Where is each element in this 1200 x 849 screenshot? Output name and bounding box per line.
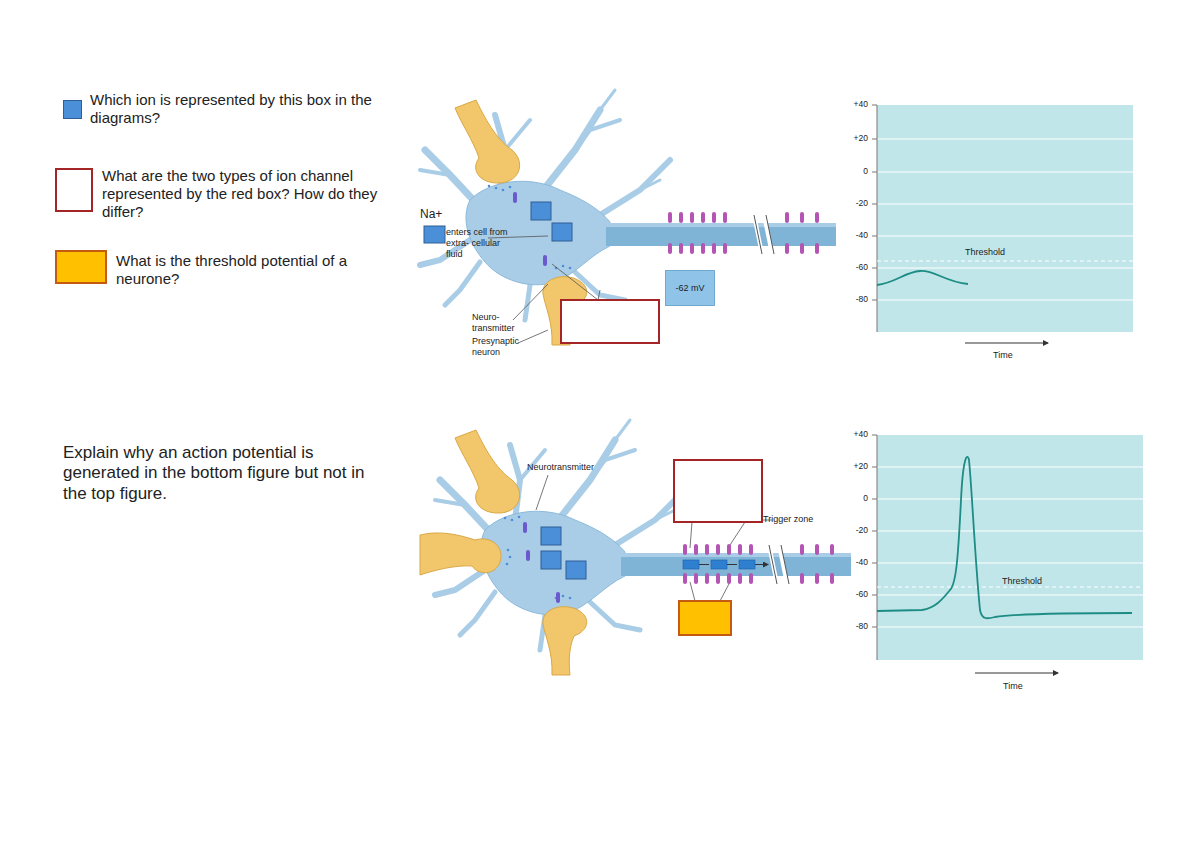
- axis-tick: -80: [834, 621, 868, 631]
- ion-channel: [830, 544, 834, 555]
- axis-tick: -60: [834, 262, 868, 272]
- axis-tick: 0: [834, 493, 868, 503]
- ion-channel: [679, 212, 683, 223]
- ion-channel: [785, 212, 789, 223]
- ion-channel: [690, 243, 694, 254]
- ion-channel: [727, 544, 731, 555]
- axis-title: Time: [993, 350, 1033, 361]
- axis-tick: +20: [834, 461, 868, 471]
- axis-tick: +20: [834, 133, 868, 143]
- legend-swatch: [55, 168, 93, 212]
- ion-channel: [749, 544, 753, 555]
- axis-tick: -20: [834, 525, 868, 535]
- ion-channel: [785, 243, 789, 254]
- ion-channel: [712, 243, 716, 254]
- axis-tick: 0: [834, 166, 868, 176]
- axis-tick: -20: [834, 198, 868, 208]
- ion-channel: [723, 212, 727, 223]
- axis-tick: +40: [834, 429, 868, 439]
- ion-channel: [694, 544, 698, 555]
- ion-label: Na+: [420, 207, 460, 221]
- ion-channel: [690, 212, 694, 223]
- axis-title: Time: [1003, 681, 1043, 692]
- ion-channel: [716, 573, 720, 584]
- legend-swatch: [63, 100, 82, 119]
- ion-channel: [815, 573, 819, 584]
- ion-channel: [800, 212, 804, 223]
- ion-channel: [815, 212, 819, 223]
- threshold-label: Threshold: [965, 247, 1035, 258]
- annotation: Neurotransmitter: [527, 462, 627, 473]
- ion-channel: [705, 573, 709, 584]
- ion-channel: [800, 573, 804, 584]
- legend-text: What is the threshold potential of a neu…: [116, 252, 396, 288]
- legend-text: What are the two types of ion channel re…: [102, 167, 402, 221]
- axis-tick: +40: [834, 99, 868, 109]
- threshold-label: Threshold: [1002, 576, 1072, 587]
- annotation: Neuro- transmitter: [472, 312, 542, 334]
- annotation: enters cell from extra- cellular fluid: [446, 227, 518, 259]
- ion-channel: [556, 592, 560, 603]
- axis-tick: -80: [834, 294, 868, 304]
- ion-channel: [694, 573, 698, 584]
- ion-channel: [749, 573, 753, 584]
- ion-channel: [800, 544, 804, 555]
- question-text: Explain why an action potential is gener…: [63, 443, 383, 504]
- ion-channel: [683, 544, 687, 555]
- ion-channel: [738, 544, 742, 555]
- ion-channel: [513, 192, 517, 203]
- ion-channel: [712, 212, 716, 223]
- ion-channel: [679, 243, 683, 254]
- ion-channel: [668, 243, 672, 254]
- ion-channel: [543, 255, 547, 266]
- ion-channel: [830, 573, 834, 584]
- voltage-reading: -62 mV: [675, 283, 704, 293]
- ion-channel: [723, 243, 727, 254]
- ion-channel: [668, 212, 672, 223]
- ion-channel: [705, 544, 709, 555]
- ion-channel: [815, 243, 819, 254]
- annotation: Presynaptic neuron: [472, 336, 532, 358]
- ion-channel: [701, 243, 705, 254]
- axis-tick: -40: [834, 230, 868, 240]
- legend-swatch: [55, 250, 107, 284]
- axis-tick: -60: [834, 589, 868, 599]
- annotation: Trigger zone: [763, 514, 833, 525]
- axis-tick: -40: [834, 557, 868, 567]
- ion-channel: [815, 544, 819, 555]
- ion-channel: [800, 243, 804, 254]
- ion-channel: [683, 573, 687, 584]
- ion-channel: [727, 573, 731, 584]
- ion-channel: [526, 550, 530, 561]
- legend-text: Which ion is represented by this box in …: [90, 91, 390, 127]
- ion-channel: [716, 544, 720, 555]
- voltage-box: -62 mV: [665, 270, 715, 306]
- ion-channel: [701, 212, 705, 223]
- ion-channel: [738, 573, 742, 584]
- ion-channel: [523, 522, 527, 533]
